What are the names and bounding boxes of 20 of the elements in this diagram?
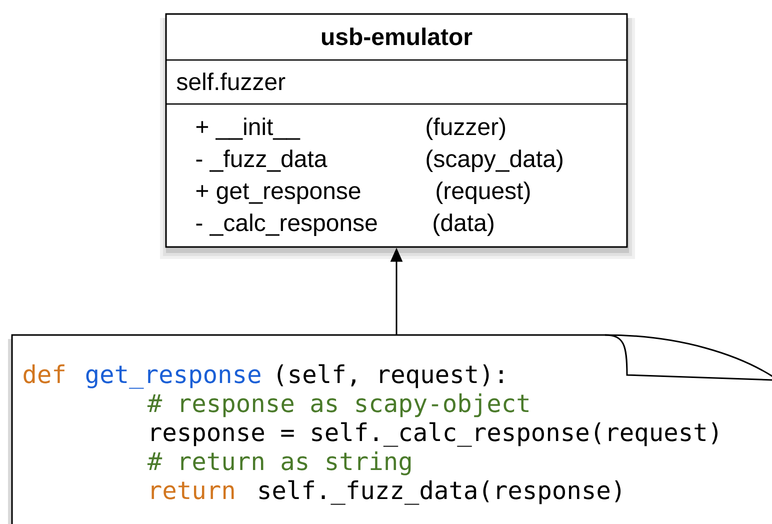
code-note	[8, 334, 772, 524]
method-name: + __init__	[196, 118, 300, 140]
code-text: return	[152, 482, 234, 500]
code-text: get_response	[86, 366, 260, 389]
code-text: self._fuzz_data(response)	[260, 480, 621, 505]
attribute-text: self.fuzzer	[176, 72, 286, 90]
method-parameters: (data)	[434, 214, 494, 236]
code-text: response = self._calc_response(request)	[152, 422, 718, 447]
method-parameters: (request)	[436, 182, 530, 204]
method-name: - _fuzz_data	[196, 150, 328, 172]
code-text: # response as scapy-object	[147, 393, 528, 418]
method-name: - _calc_response	[196, 214, 377, 236]
method-parameters: (scapy_data)	[426, 150, 562, 172]
class-name: usb-emulator	[322, 28, 472, 46]
code-text: # return as string	[147, 451, 411, 476]
uml-class-box	[160, 13, 635, 259]
method-name: + get_response	[196, 183, 360, 204]
code-text: def	[24, 364, 64, 384]
code-text: (self, request):	[278, 364, 503, 388]
method-parameters: (fuzzer)	[426, 118, 506, 140]
